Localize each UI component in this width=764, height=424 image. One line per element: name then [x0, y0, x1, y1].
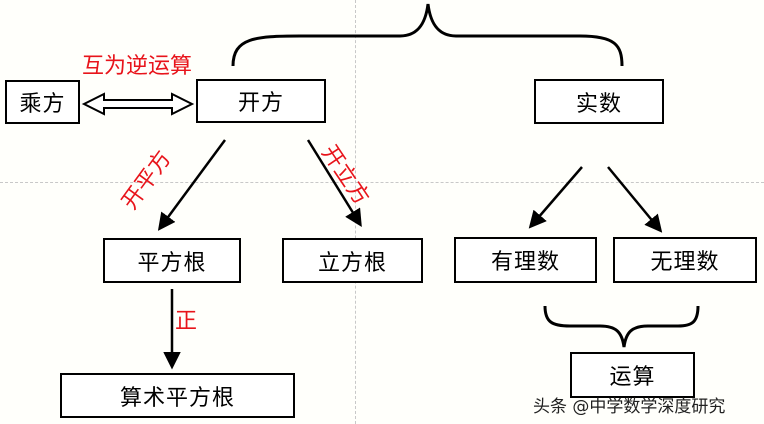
node-kaifang: 开方	[196, 79, 326, 123]
node-lifanggen: 立方根	[282, 238, 423, 283]
label-inverse-operation: 互为逆运算	[82, 54, 193, 79]
node-yunsuan: 运算	[570, 352, 695, 398]
arrow-to-youlishu	[528, 166, 583, 229]
top-brace	[231, 3, 624, 67]
double-arrow	[81, 92, 195, 116]
node-chengfang: 乘方	[5, 80, 80, 124]
horizontal-guide-line	[0, 182, 764, 183]
arrow-to-pingfanggen	[157, 139, 227, 231]
node-shishu: 实数	[534, 79, 664, 124]
node-wulishu: 无理数	[613, 237, 757, 283]
node-youlishu: 有理数	[454, 237, 597, 283]
arrow-to-wulishu	[607, 166, 663, 233]
label-zheng: 正	[175, 309, 198, 334]
bottom-brace	[543, 305, 700, 348]
arrow-to-lifanggen	[306, 139, 362, 227]
node-pingfanggen: 平方根	[103, 238, 241, 283]
watermark: 头条 @中学数学深度研究	[533, 397, 726, 417]
node-suanshu-pingfanggen: 算术平方根	[60, 373, 295, 418]
